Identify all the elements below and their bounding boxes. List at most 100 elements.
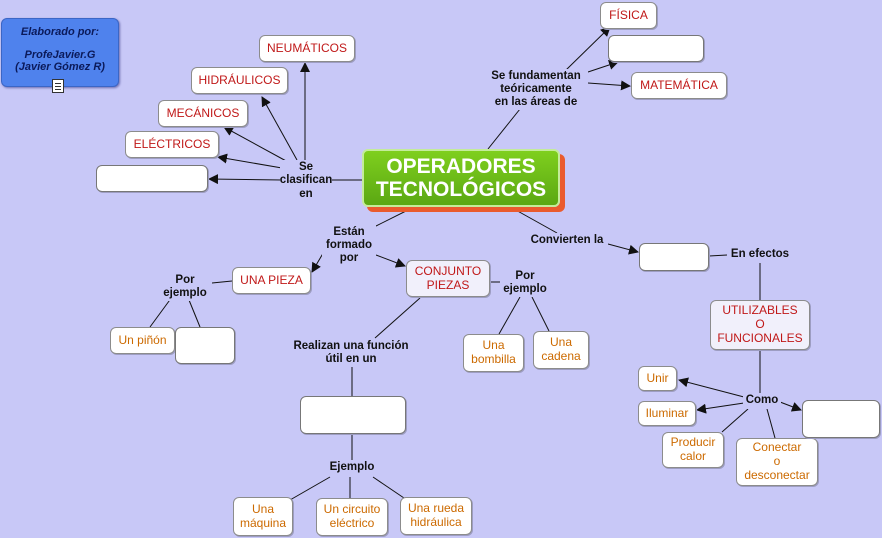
author-line-3: (Javier Gómez R)	[15, 61, 105, 73]
link-como-conectar	[766, 408, 776, 439]
conectar-line-1: Conectar	[752, 440, 802, 455]
producir-line-2: calor	[679, 449, 706, 463]
phrase-convierten: Convierten la	[526, 233, 608, 249]
phrase-line: Se fundamentan	[491, 69, 581, 82]
concept-conjunto-piezas[interactable]: CONJUNTO PIEZAS	[406, 260, 490, 297]
phrase-line: por	[339, 252, 359, 265]
concept-empty-function[interactable]	[300, 396, 406, 434]
concept-una-pieza[interactable]: UNA PIEZA	[232, 267, 311, 294]
concept-empty-energy[interactable]	[639, 243, 709, 271]
cadena-line-1: Una	[549, 335, 572, 350]
author-line-1: Elaborado por:	[20, 26, 100, 38]
concept-fisica[interactable]: FÍSICA	[600, 2, 657, 29]
link-main-fundamentan	[487, 103, 525, 150]
concept-utilizables[interactable]: UTILIZABLES O FUNCIONALES	[710, 300, 810, 350]
concept-hidraulicos[interactable]: HIDRÁULICOS	[191, 67, 288, 94]
link-clasifican-electricos	[217, 153, 283, 169]
phrase-line: Por	[515, 269, 535, 282]
link-conjunto-realizan	[374, 297, 421, 339]
link-clasifican-empty	[208, 174, 283, 185]
document-icon[interactable]	[52, 79, 64, 93]
rueda-line-2: hidráulica	[410, 515, 462, 529]
circuito-line-1: Un circuito	[323, 502, 381, 517]
phrase-en-efectos: En efectos	[727, 247, 793, 263]
phrase-line: Se	[298, 161, 314, 174]
phrase-line: en	[299, 187, 313, 200]
phrase-line: ejemplo	[503, 283, 547, 295]
link-porejemplo-pinon	[149, 296, 173, 328]
phrase-como: Como	[743, 393, 781, 409]
link-fundamentan-empty	[587, 60, 619, 73]
cadena-line-2: cadena	[541, 349, 581, 363]
main-concept-line-1: OPERADORES	[386, 154, 536, 178]
concept-neumaticos[interactable]: NEUMÁTICOS	[259, 35, 355, 62]
author-box: Elaborado por: ProfeJavier.G (Javier Góm…	[1, 18, 119, 87]
phrase-line: Realizan una función	[293, 339, 409, 352]
phrase-se-clasifican: Se clasifican en	[280, 160, 332, 202]
phrase-realizan: Realizan una función útil en un	[288, 339, 414, 367]
link-fundamentan-fisica	[565, 26, 611, 71]
phrase-line: clasifican	[279, 174, 333, 187]
concept-unir[interactable]: Unir	[638, 366, 677, 391]
link-unapieza-porejemplo	[211, 280, 233, 284]
concept-una-cadena[interactable]: Una cadena	[533, 331, 589, 369]
maquina-line-1: Una	[251, 501, 274, 516]
phrase-line: útil en un	[325, 353, 377, 365]
link-formado-conjunto	[375, 254, 406, 268]
concept-mecanicos[interactable]: MECÁNICOS	[158, 100, 248, 127]
concept-empty-classification[interactable]	[96, 165, 208, 192]
concept-una-bombilla[interactable]: Una bombilla	[463, 334, 524, 372]
phrase-se-fundamentan: Se fundamentan teóricamente en las áreas…	[484, 69, 588, 110]
concept-producir-calor[interactable]: Producir calor	[662, 432, 724, 468]
link-main-formado	[371, 207, 413, 229]
link-ejemplo-rueda	[372, 476, 405, 499]
concept-un-pinon[interactable]: Un piñón	[110, 327, 175, 354]
concept-una-rueda[interactable]: Una rueda hidráulica	[400, 497, 472, 535]
link-ejemplo-maquina	[289, 476, 331, 501]
concept-matematica[interactable]: MATEMÁTICA	[631, 72, 727, 99]
concept-electricos[interactable]: ELÉCTRICOS	[125, 131, 219, 158]
maquina-line-2: máquina	[239, 515, 287, 530]
link-porejemplo-cadena	[531, 296, 550, 332]
link-como-producir	[721, 408, 749, 433]
concept-una-maquina[interactable]: Una máquina	[233, 497, 293, 536]
link-empty-enefectos	[708, 254, 728, 257]
concept-conectar[interactable]: Conectar o desconectar	[736, 438, 818, 486]
main-concept[interactable]: OPERADORES TECNOLÓGICOS	[362, 149, 560, 207]
phrase-line: ejemplo	[163, 287, 207, 299]
link-como-empty	[779, 401, 802, 412]
link-main-convierten	[513, 208, 558, 234]
phrase-line: Están	[333, 225, 365, 238]
utilizables-line-1: UTILIZABLES	[722, 303, 798, 318]
phrase-line: en las áreas de	[494, 96, 578, 109]
phrase-por-ejemplo-pieza: Por ejemplo	[158, 273, 212, 301]
phrase-estan-formado: Están formado por	[322, 225, 376, 266]
concept-un-circuito[interactable]: Un circuito eléctrico	[316, 498, 388, 536]
phrase-line: teóricamente	[500, 82, 572, 95]
concept-iluminar[interactable]: Iluminar	[638, 401, 696, 426]
concept-empty-effect[interactable]	[802, 400, 880, 438]
phrase-ejemplo: Ejemplo	[326, 460, 378, 476]
circuito-line-2: eléctrico	[329, 516, 375, 530]
link-como-unir	[678, 377, 745, 398]
producir-line-1: Producir	[670, 435, 716, 450]
bombilla-line-2: bombilla	[471, 352, 516, 366]
concept-empty-example-pieza[interactable]	[175, 327, 235, 364]
conectar-line-2: o	[773, 454, 781, 469]
utilizables-line-3: FUNCIONALES	[717, 330, 803, 345]
link-clasifican-mecanicos	[223, 126, 289, 163]
bombilla-line-1: Una	[482, 338, 505, 353]
link-porejemplo-bombilla	[498, 296, 521, 335]
concept-empty-area[interactable]	[608, 35, 704, 62]
phrase-por-ejemplo-conjunto: Por ejemplo	[500, 269, 550, 297]
conjunto-line-2: PIEZAS	[426, 277, 470, 292]
conjunto-line-1: CONJUNTO	[414, 263, 482, 278]
phrase-line: Por	[175, 273, 195, 286]
link-clasifican-hidraulicos	[261, 96, 298, 161]
utilizables-line-2: O	[755, 317, 765, 332]
phrase-line: formado	[326, 238, 372, 251]
link-fundamentan-matematica	[587, 80, 631, 91]
rueda-line-1: Una rueda	[407, 501, 465, 516]
link-convierten-empty	[607, 243, 639, 255]
main-concept-line-2: TECNOLÓGICOS	[375, 178, 547, 201]
